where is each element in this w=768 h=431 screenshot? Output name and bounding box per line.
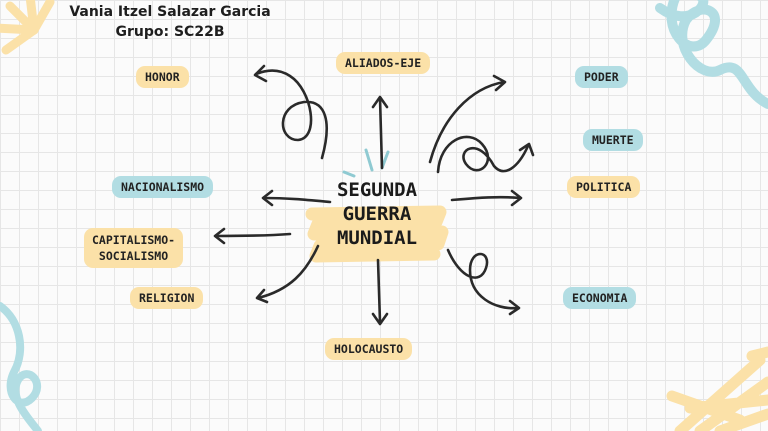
arrow-to-politica bbox=[450, 189, 523, 207]
node-poder: PODER bbox=[575, 66, 628, 88]
central-topic-line-2: GUERRA bbox=[342, 203, 412, 225]
node-economia: ECONOMIA bbox=[563, 287, 637, 309]
arrow-to-economia bbox=[446, 248, 521, 316]
arrow-to-muerte bbox=[436, 135, 535, 174]
central-topic: SEGUNDA GUERRA MUNDIAL bbox=[318, 178, 436, 250]
arrows bbox=[213, 64, 535, 326]
node-capitalismo-socialismo: CAPITALISMO- SOCIALISMO bbox=[84, 228, 184, 268]
node-aliados-eje: ALIADOS-EJE bbox=[336, 52, 431, 74]
arrow-to-poder bbox=[428, 74, 507, 164]
node-capitalismo-line-2: SOCIALISMO bbox=[98, 249, 169, 263]
arrow-to-holocausto bbox=[371, 258, 389, 326]
arrow-to-aliados bbox=[371, 95, 389, 170]
node-capitalismo-line-1: CAPITALISMO- bbox=[92, 233, 176, 247]
top-right-swirl bbox=[655, 0, 768, 109]
arrow-to-religion bbox=[255, 244, 320, 304]
node-politica: POLITICA bbox=[567, 176, 641, 198]
node-nacionalismo: NACIONALISMO bbox=[112, 176, 214, 198]
central-topic-line-3: MUNDIAL bbox=[336, 227, 418, 249]
top-left-burst bbox=[0, 0, 55, 55]
bottom-left-swirl bbox=[0, 302, 42, 431]
node-muerte: MUERTE bbox=[583, 129, 643, 151]
central-topic-line-1: SEGUNDA bbox=[336, 179, 418, 201]
center-highlight bbox=[305, 205, 449, 263]
node-honor: HONOR bbox=[136, 66, 189, 88]
arrow-to-honor bbox=[253, 64, 328, 160]
bottom-right-scribble bbox=[666, 346, 768, 431]
author-name: Vania Itzel Salazar Garcia bbox=[69, 4, 271, 20]
arrow-to-nacionalismo bbox=[261, 189, 332, 207]
author-group: Grupo: SC22B bbox=[115, 24, 225, 40]
arrow-to-capitalismo bbox=[213, 227, 292, 245]
node-religion: RELIGION bbox=[130, 287, 204, 309]
node-holocausto: HOLOCAUSTO bbox=[325, 338, 413, 360]
